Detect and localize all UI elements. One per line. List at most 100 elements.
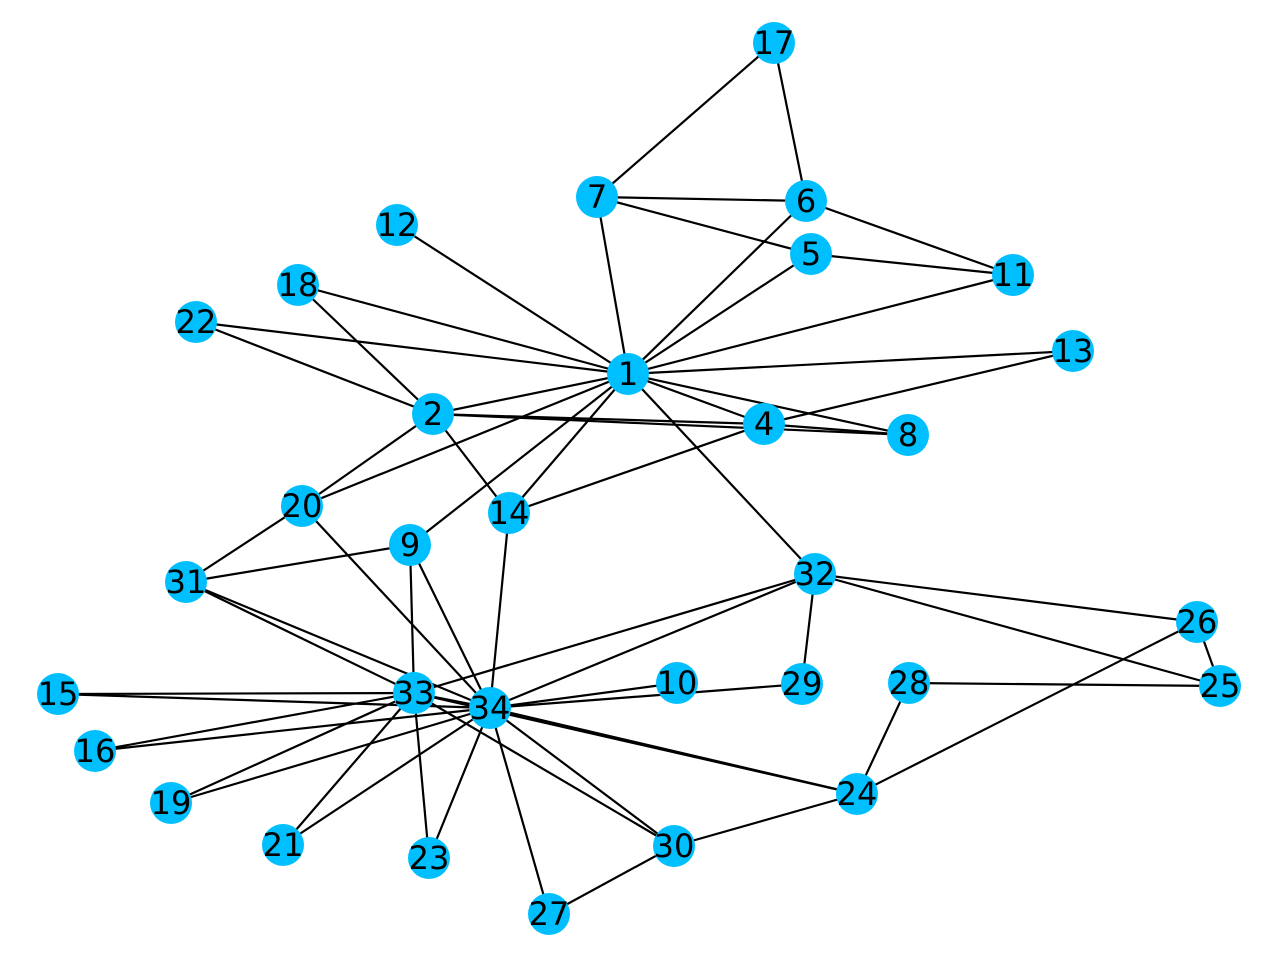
node-label: 31 (166, 563, 207, 601)
node-27: 27 (528, 893, 570, 935)
node-circle (785, 180, 827, 222)
node-circle (281, 485, 323, 527)
node-6: 6 (785, 180, 827, 222)
node-13: 13 (1052, 330, 1094, 372)
edge-6-7 (596, 195, 807, 203)
node-circle (887, 414, 929, 456)
node-label: 14 (489, 494, 530, 532)
node-2: 2 (412, 393, 454, 435)
node-circle (653, 825, 695, 867)
node-circle (165, 561, 207, 603)
node-7: 7 (576, 176, 618, 218)
node-5: 5 (790, 233, 832, 275)
node-circle (1199, 665, 1241, 707)
node-circle (376, 204, 418, 246)
node-circle (656, 662, 698, 704)
node-20: 20 (281, 485, 323, 527)
edge-9-34 (409, 544, 491, 709)
edge-27-30 (548, 845, 675, 915)
node-15: 15 (37, 673, 79, 715)
edge-31-34 (185, 580, 491, 710)
edge-6-17 (772, 42, 808, 202)
edge-16-34 (94, 706, 491, 753)
node-label: 9 (400, 526, 420, 564)
edge-1-13 (627, 349, 1074, 376)
node-32: 32 (794, 553, 836, 595)
edge-26-32 (814, 572, 1198, 624)
node-circle (469, 687, 511, 729)
node-label: 30 (654, 827, 695, 865)
node-26: 26 (1176, 601, 1218, 643)
node-34: 34 (469, 687, 511, 729)
node-label: 4 (754, 405, 774, 443)
node-circle (753, 22, 795, 64)
edge-1-14 (508, 373, 629, 514)
node-circle (150, 782, 192, 824)
edge-31-33 (185, 581, 415, 694)
node-label: 20 (282, 487, 323, 525)
node-23: 23 (408, 837, 450, 879)
node-18: 18 (277, 264, 319, 306)
edge-16-33 (94, 691, 415, 753)
edge-27-34 (488, 707, 551, 915)
edge-layer (57, 42, 1222, 915)
edge-20-34 (301, 505, 491, 709)
node-circle (488, 492, 530, 534)
node-circle (743, 403, 785, 445)
node-circle (412, 393, 454, 435)
edge-29-34 (489, 682, 803, 710)
node-circle (992, 254, 1034, 296)
edge-6-11 (805, 199, 1014, 277)
node-label: 27 (529, 895, 570, 933)
node-circle (888, 662, 930, 704)
edge-24-26 (856, 621, 1198, 795)
edge-1-18 (297, 283, 629, 376)
node-label: 5 (801, 235, 821, 273)
node-circle (781, 663, 823, 705)
edge-1-2 (432, 372, 629, 416)
node-12: 12 (376, 204, 418, 246)
node-label: 15 (38, 675, 79, 713)
node-circle (74, 730, 116, 772)
node-circle (277, 264, 319, 306)
node-24: 24 (836, 773, 878, 815)
edge-4-13 (763, 349, 1074, 426)
edge-30-34 (489, 707, 675, 847)
node-label: 25 (1200, 667, 1241, 705)
node-circle (528, 893, 570, 935)
node-label: 6 (796, 182, 816, 220)
edge-24-34 (489, 706, 858, 796)
node-22: 22 (175, 301, 217, 343)
node-16: 16 (74, 730, 116, 772)
edge-5-7 (596, 195, 812, 256)
edge-1-12 (396, 224, 629, 375)
edge-32-34 (489, 572, 816, 710)
node-label: 17 (754, 24, 795, 62)
node-circle (389, 524, 431, 566)
edge-19-34 (170, 706, 491, 805)
node-29: 29 (781, 663, 823, 705)
edge-23-33 (412, 692, 431, 859)
edge-2-20 (301, 413, 434, 507)
node-label: 24 (837, 775, 878, 813)
edge-21-33 (282, 692, 415, 846)
node-label: 22 (176, 303, 217, 341)
edge-1-11 (627, 273, 1014, 376)
node-11: 11 (992, 254, 1034, 296)
edge-1-6 (627, 200, 807, 375)
edge-23-34 (427, 707, 492, 859)
node-circle (790, 233, 832, 275)
edge-14-34 (488, 512, 511, 709)
node-circle (1176, 601, 1218, 643)
edge-20-31 (185, 505, 303, 583)
node-circle (408, 837, 450, 879)
edge-5-11 (810, 252, 1014, 277)
edge-1-7 (595, 196, 630, 375)
node-label: 32 (795, 555, 836, 593)
node-1: 1 (607, 353, 649, 395)
edge-1-9 (409, 373, 629, 546)
edge-1-5 (627, 253, 812, 375)
edge-15-33 (57, 691, 415, 696)
node-8: 8 (887, 414, 929, 456)
edge-1-32 (627, 373, 816, 575)
